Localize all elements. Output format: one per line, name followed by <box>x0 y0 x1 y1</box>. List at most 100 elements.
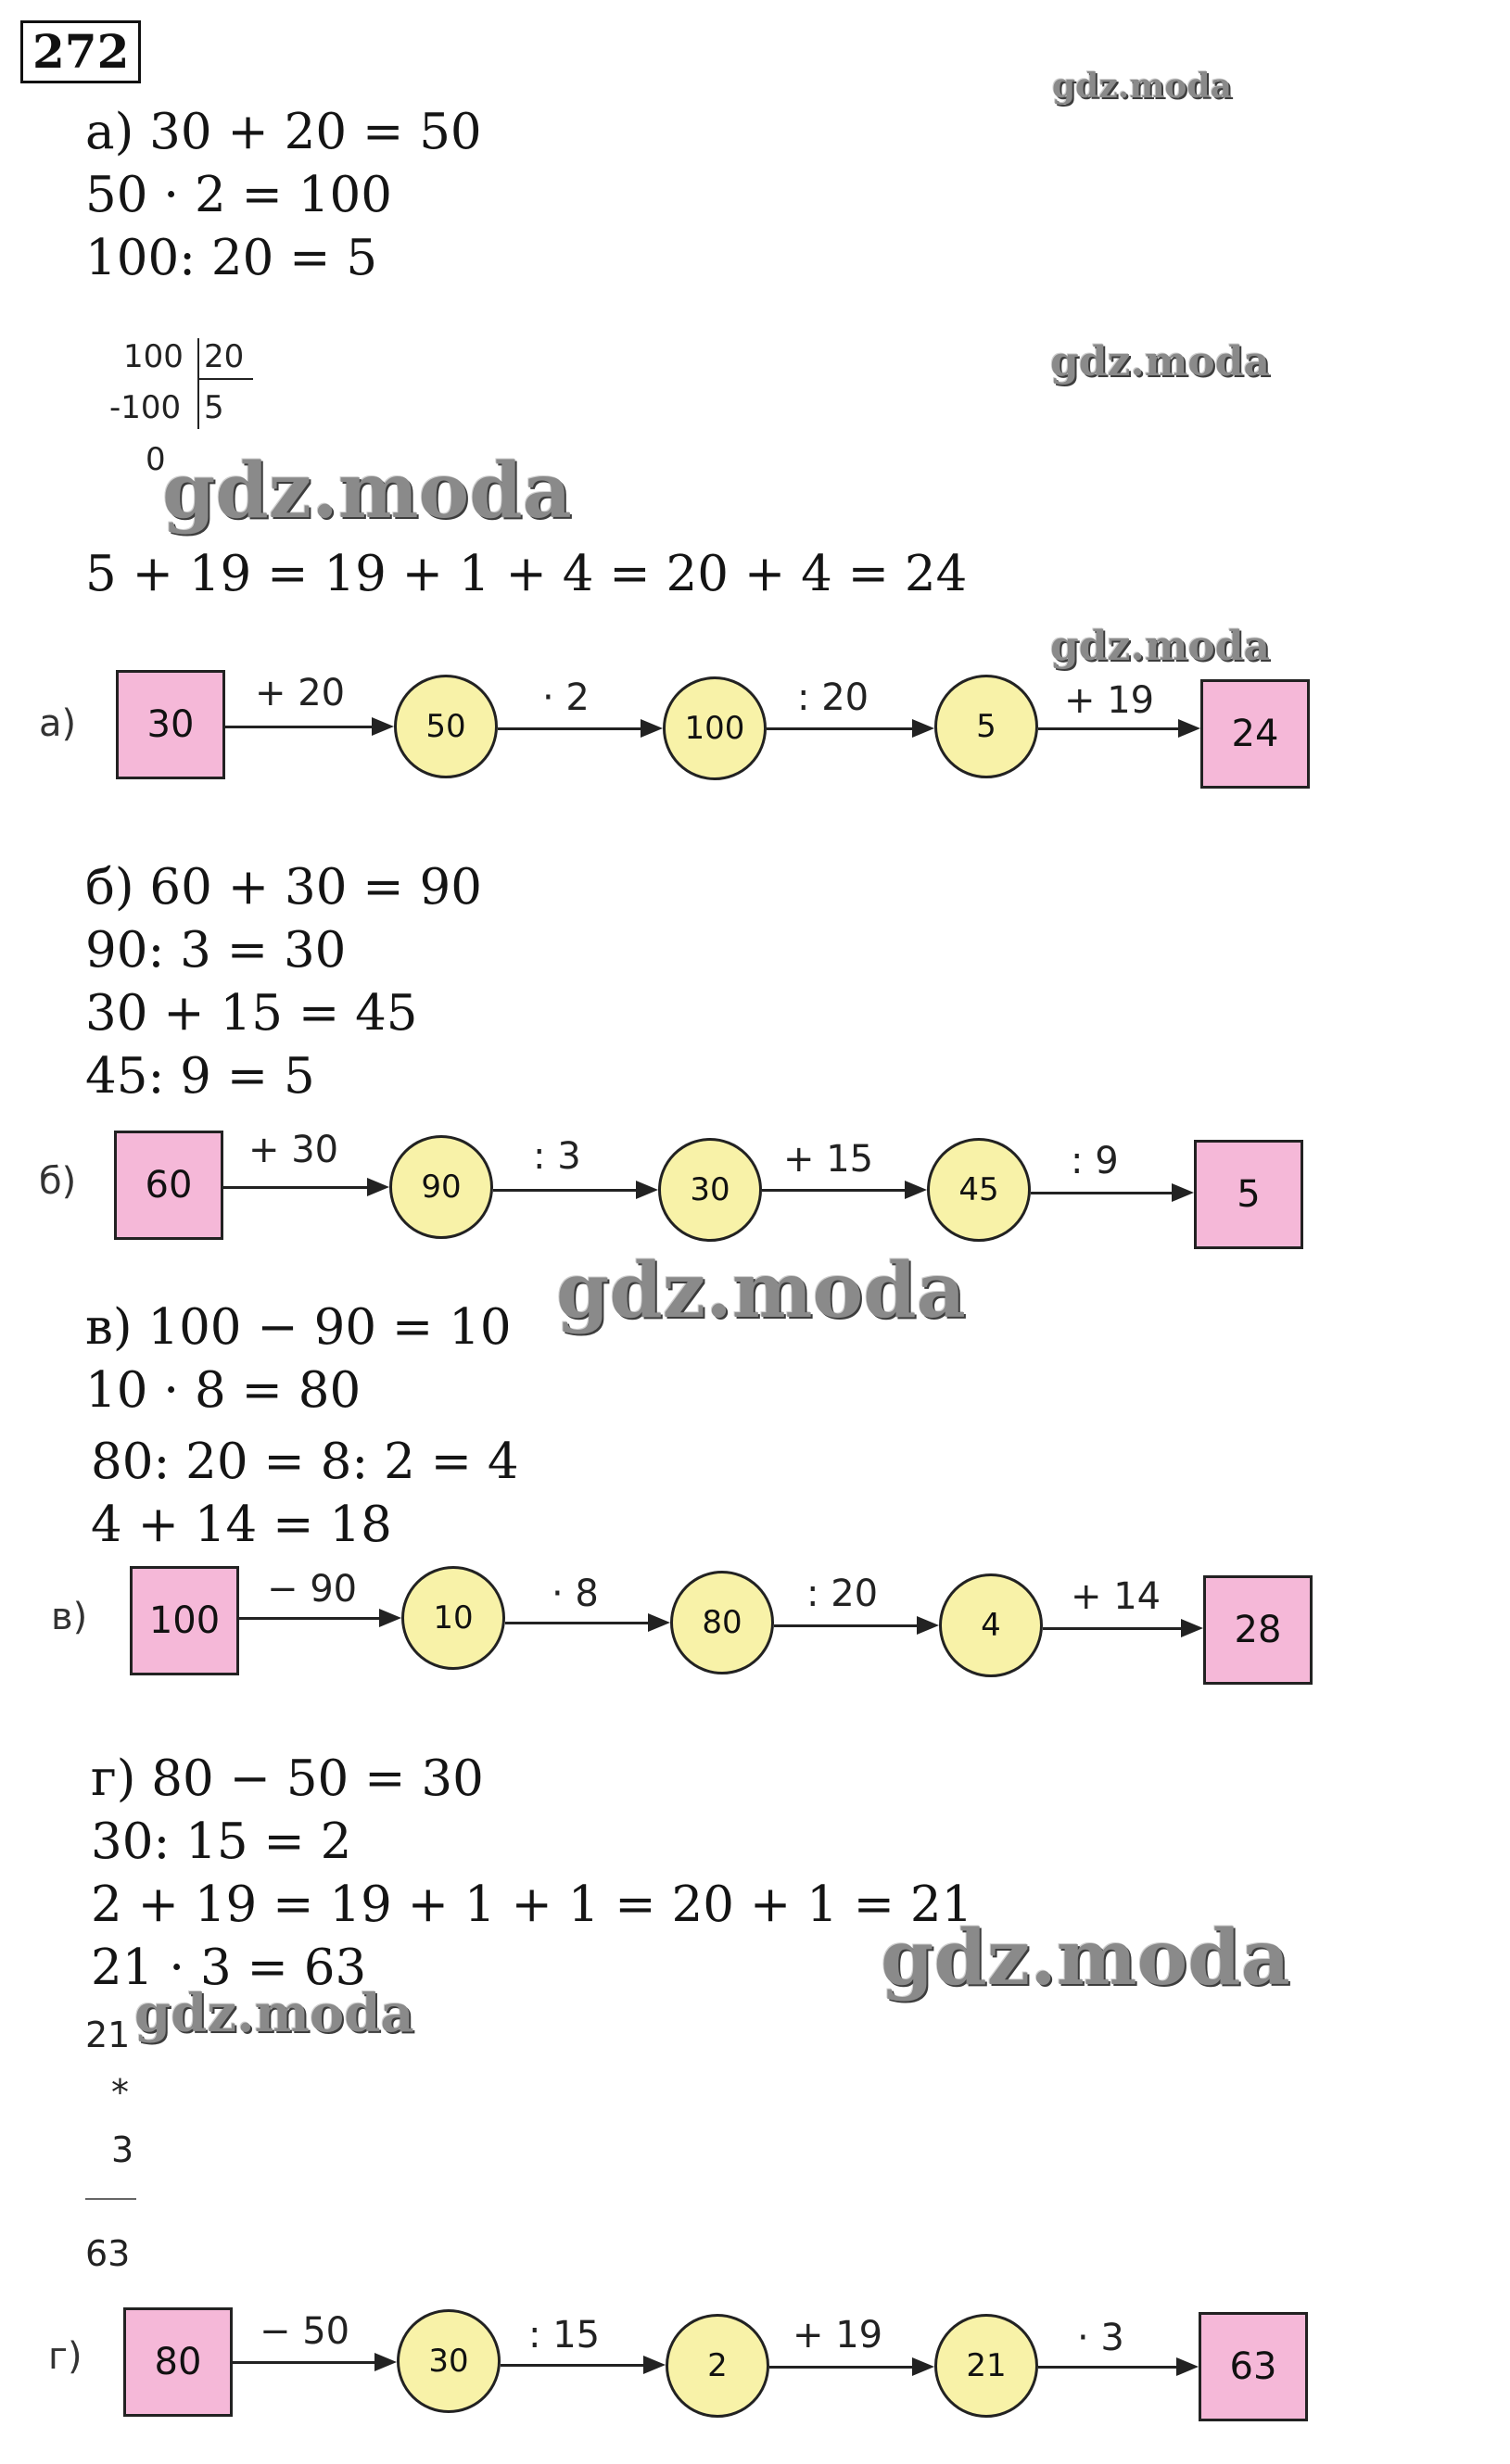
division-divisor: 20 <box>204 338 245 375</box>
chain-g-arrow-3 <box>769 2366 914 2369</box>
chain-a-label: а) <box>39 702 77 745</box>
chain-b-arrow-3 <box>762 1189 907 1192</box>
part-v-line-1: в) 100 − 90 = 10 <box>85 1299 512 1356</box>
chain-v-end-box: 28 <box>1203 1575 1313 1685</box>
chain-g-arrowhead-2 <box>643 2356 666 2374</box>
task-number: 272 <box>20 20 142 83</box>
part-g-line-2: 30: 15 = 2 <box>91 1813 352 1870</box>
chain-b-circle-2: 30 <box>658 1138 762 1242</box>
chain-b-arrowhead-3 <box>905 1181 927 1199</box>
chain-a-arrow-2 <box>498 727 642 730</box>
division-quotient: 5 <box>204 389 224 426</box>
chain-b-start-box: 60 <box>114 1131 223 1240</box>
chain-a-arrow-1 <box>225 726 374 728</box>
chain-b-arrow-1 <box>223 1186 369 1189</box>
chain-v-arrowhead-4 <box>1181 1619 1203 1637</box>
watermark-7: gdz.moda <box>134 1983 414 2044</box>
chain-b-arrowhead-2 <box>636 1181 658 1199</box>
chain-g-circle-2: 2 <box>666 2314 769 2418</box>
chain-v-arrow-1 <box>239 1617 381 1620</box>
chain-v-arrow-4 <box>1043 1627 1183 1630</box>
watermark-1: gdz.moda <box>1052 67 1232 106</box>
chain-v-circle-1: 10 <box>401 1566 505 1670</box>
mult-result: 63 <box>85 2233 131 2274</box>
chain-b-op-1: + 30 <box>248 1129 339 1171</box>
chain-v-circle-2: 80 <box>670 1571 774 1674</box>
division-subtracted: -100 <box>109 389 182 426</box>
chain-g-arrowhead-4 <box>1176 2357 1199 2376</box>
chain-a-arrowhead-4 <box>1178 719 1200 738</box>
chain-a-op-4: + 19 <box>1064 679 1155 722</box>
part-g-line-3: 2 + 19 = 19 + 1 + 1 = 20 + 1 = 21 <box>91 1876 973 1933</box>
chain-g-arrowhead-1 <box>374 2353 397 2371</box>
chain-v-op-4: + 14 <box>1071 1575 1161 1618</box>
chain-b-circle-3: 45 <box>927 1138 1031 1242</box>
part-b-line-1: б) 60 + 30 = 90 <box>85 859 482 916</box>
part-g-line-4: 21 · 3 = 63 <box>91 1940 367 1996</box>
chain-a-arrow-4 <box>1038 727 1180 730</box>
chain-a-end-box: 24 <box>1200 679 1310 789</box>
chain-b-op-2: : 3 <box>533 1135 581 1178</box>
chain-b-arrow-2 <box>493 1189 638 1192</box>
chain-g-label: г) <box>48 2335 82 2378</box>
watermark-3: gdz.moda <box>162 447 572 536</box>
chain-g-arrow-1 <box>233 2361 376 2364</box>
chain-v-label: в) <box>51 1596 88 1638</box>
chain-v-arrow-2 <box>505 1622 650 1624</box>
part-a-extra-line: 5 + 19 = 19 + 1 + 4 = 20 + 4 = 24 <box>85 546 968 602</box>
chain-v-start-box: 100 <box>130 1566 239 1675</box>
division-vertical-line <box>197 338 199 429</box>
chain-g-arrow-2 <box>501 2364 645 2367</box>
chain-g-end-box: 63 <box>1199 2312 1308 2421</box>
chain-g-op-3: + 19 <box>793 2314 883 2357</box>
chain-g-arrowhead-3 <box>912 2357 934 2376</box>
chain-g-arrow-4 <box>1038 2366 1178 2369</box>
chain-b-op-3: + 15 <box>783 1138 874 1181</box>
part-a-line-2: 50 · 2 = 100 <box>85 167 392 223</box>
chain-g-circle-3: 21 <box>934 2314 1038 2418</box>
chain-a-arrow-3 <box>767 727 914 730</box>
chain-v-op-1: − 90 <box>267 1568 358 1611</box>
chain-a-op-3: : 20 <box>797 676 869 719</box>
watermark-6: gdz.moda <box>881 1914 1290 2003</box>
chain-v-arrow-3 <box>774 1624 919 1627</box>
division-dividend: 100 <box>123 338 184 375</box>
chain-g-op-4: · 3 <box>1077 2317 1124 2359</box>
part-v-line-4: 4 + 14 = 18 <box>91 1497 392 1553</box>
chain-a-circle-1: 50 <box>394 675 498 778</box>
watermark-4: gdz.moda <box>1050 623 1271 670</box>
mult-sign: * <box>111 2072 129 2113</box>
division-remainder: 0 <box>146 441 166 478</box>
chain-g-op-2: : 15 <box>528 2314 601 2357</box>
chain-b-arrowhead-1 <box>367 1178 389 1196</box>
part-a-line-1: а) 30 + 20 = 50 <box>85 104 482 160</box>
chain-g-start-box: 80 <box>123 2307 233 2417</box>
part-v-line-3: 80: 20 = 8: 2 = 4 <box>91 1434 519 1490</box>
mult-bottom: 3 <box>111 2129 134 2170</box>
part-g-line-1: г) 80 − 50 = 30 <box>91 1750 484 1807</box>
chain-v-circle-3: 4 <box>939 1573 1043 1677</box>
chain-v-arrowhead-1 <box>379 1609 401 1627</box>
part-a-line-3: 100: 20 = 5 <box>85 230 378 286</box>
chain-b-op-4: : 9 <box>1071 1140 1119 1182</box>
chain-a-op-2: · 2 <box>542 676 590 719</box>
chain-a-circle-3: 5 <box>934 675 1038 778</box>
watermark-2: gdz.moda <box>1050 338 1271 385</box>
chain-a-arrowhead-1 <box>372 717 394 736</box>
mult-top: 21 <box>85 2015 131 2055</box>
chain-v-op-2: · 8 <box>552 1573 599 1615</box>
chain-a-circle-2: 100 <box>663 676 767 780</box>
chain-b-label: б) <box>39 1160 77 1203</box>
watermark-5: gdz.moda <box>556 1246 966 1335</box>
chain-v-arrowhead-2 <box>648 1613 670 1632</box>
chain-a-arrowhead-2 <box>641 719 663 738</box>
part-b-line-2: 90: 3 = 30 <box>85 922 347 979</box>
mult-line <box>85 2198 136 2200</box>
chain-v-arrowhead-3 <box>917 1616 939 1635</box>
chain-b-arrow-4 <box>1031 1192 1174 1194</box>
chain-v-op-3: : 20 <box>806 1573 879 1615</box>
part-b-line-3: 30 + 15 = 45 <box>85 985 418 1042</box>
chain-g-circle-1: 30 <box>397 2309 501 2413</box>
part-b-line-4: 45: 9 = 5 <box>85 1048 315 1105</box>
